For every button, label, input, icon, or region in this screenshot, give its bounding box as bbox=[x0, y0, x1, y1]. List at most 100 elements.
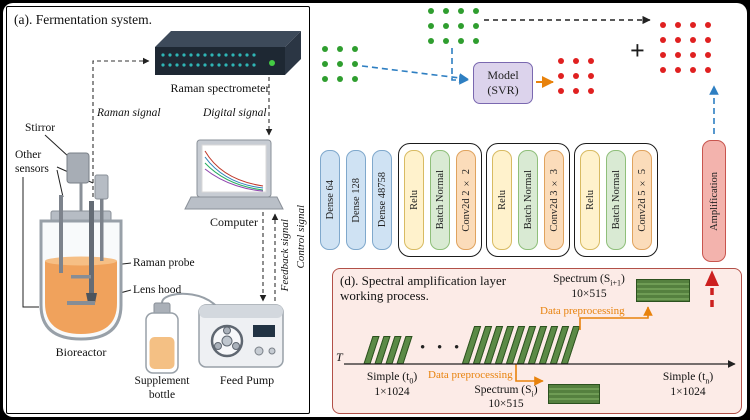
spectrum-dot bbox=[588, 88, 594, 94]
layer-conv2d-5x5: Conv2d 5 × 5 bbox=[632, 150, 652, 250]
panel-fermentation-system: (a). Fermentation system. Raman spectrom… bbox=[6, 6, 310, 414]
spectrum-dot bbox=[660, 22, 666, 28]
spectrum-dot bbox=[352, 76, 358, 82]
layer-relu-2: Relu bbox=[492, 150, 512, 250]
spectrum-dot bbox=[443, 38, 449, 44]
spectrum-dot bbox=[337, 76, 343, 82]
original-spectra-dots-top bbox=[428, 8, 479, 44]
signal-dashed-lines bbox=[92, 57, 279, 302]
spectrum-dot bbox=[705, 22, 711, 28]
spectrum-i-matrix bbox=[548, 384, 600, 404]
spectrum-i-dim: 10×515 bbox=[488, 398, 524, 410]
simple-t0-label: Simple (t0) bbox=[366, 371, 418, 386]
simple-tn-dim: 1×1024 bbox=[670, 386, 706, 398]
spectrum-dot bbox=[660, 37, 666, 43]
spectrum-dot bbox=[675, 67, 681, 73]
layer-batchnorm-2: Batch Normal bbox=[518, 150, 538, 250]
spectrum-dot bbox=[690, 37, 696, 43]
layer-relu-3: Relu bbox=[580, 150, 600, 250]
conv-block-3 bbox=[574, 143, 658, 257]
original-spectra-dots-left bbox=[322, 46, 358, 82]
spectrum-dot bbox=[558, 73, 564, 79]
feedback-signal-label: Feedback signal bbox=[279, 219, 291, 292]
timeline-label: T bbox=[336, 350, 343, 364]
spectrum-dot bbox=[558, 88, 564, 94]
layer-conv2d-2x2: Conv2d 2 × 2 bbox=[456, 150, 476, 250]
amplified-spectra-dots bbox=[660, 22, 711, 73]
conv-block-2 bbox=[486, 143, 570, 257]
spectrum-dot bbox=[573, 58, 579, 64]
spectrum-dot bbox=[443, 8, 449, 14]
spectrum-dot bbox=[322, 46, 328, 52]
control-signal-label: Control signal bbox=[295, 205, 307, 269]
spectrum-dot bbox=[443, 23, 449, 29]
spectrum-dot bbox=[690, 22, 696, 28]
digital-signal-label: Digital signal bbox=[203, 107, 267, 119]
spectrum-dot bbox=[675, 22, 681, 28]
feed-pump-label: Feed Pump bbox=[219, 373, 275, 387]
spectrum-dot bbox=[573, 88, 579, 94]
spectrum-dot bbox=[690, 67, 696, 73]
ellipsis-dots: • • • bbox=[420, 340, 464, 356]
layer-batchnorm-3: Batch Normal bbox=[606, 150, 626, 250]
layer-dense-64: Dense 64 bbox=[320, 150, 340, 250]
layer-dense-48758: Dense 48758 bbox=[372, 150, 392, 250]
spectrum-dot bbox=[337, 46, 343, 52]
simple-tn-label: Simple (tn) bbox=[662, 371, 714, 386]
spectrum-next-label: Spectrum (Si+1) bbox=[553, 273, 625, 288]
computer-label: Computer bbox=[210, 215, 258, 229]
panel-a-title: (a). Fermentation system. bbox=[14, 12, 152, 27]
fermentation-illustration bbox=[22, 31, 301, 374]
layer-batchnorm-1: Batch Normal bbox=[430, 150, 450, 250]
spectrum-dot bbox=[428, 8, 434, 14]
spectrum-dot bbox=[428, 38, 434, 44]
data-preprocessing-bottom-label: Data preprocessing bbox=[428, 369, 513, 381]
spectrum-dot bbox=[473, 38, 479, 44]
spectrum-dot bbox=[473, 23, 479, 29]
spectrum-dot bbox=[458, 38, 464, 44]
model-label-line2: (SVR) bbox=[487, 83, 519, 97]
spectrum-dot bbox=[352, 61, 358, 67]
computer-illustration bbox=[184, 139, 284, 210]
spectrometer-label: Raman spectrometer bbox=[170, 81, 270, 95]
spectrum-dot bbox=[675, 37, 681, 43]
spectrum-dot bbox=[705, 52, 711, 58]
spectrum-dot bbox=[573, 73, 579, 79]
spectrum-dot bbox=[588, 73, 594, 79]
spectrum-dot bbox=[352, 46, 358, 52]
spectrum-dot bbox=[705, 67, 711, 73]
spectrum-dot bbox=[705, 37, 711, 43]
stirrer-label: Stirror bbox=[25, 122, 56, 134]
spectrum-dot bbox=[660, 67, 666, 73]
data-preprocessing-top-label: Data preprocessing bbox=[540, 305, 625, 317]
layer-relu-1: Relu bbox=[404, 150, 424, 250]
lens-hood-label: Lens hood bbox=[133, 284, 182, 296]
spectrum-dot bbox=[675, 52, 681, 58]
spectrum-dot bbox=[588, 58, 594, 64]
model-label-line1: Model bbox=[487, 68, 519, 82]
spectrum-dot bbox=[337, 61, 343, 67]
plus-sign: + bbox=[630, 36, 645, 65]
raman-probe-label: Raman probe bbox=[133, 257, 195, 269]
spectrum-dot bbox=[558, 58, 564, 64]
spectrum-dot bbox=[660, 52, 666, 58]
spectrum-next-dim: 10×515 bbox=[571, 288, 607, 300]
spectrum-i-label: Spectrum (Si) bbox=[474, 384, 538, 399]
panel-d-title: (d). Spectral amplification layer workin… bbox=[340, 273, 507, 304]
layer-dense-128: Dense 128 bbox=[346, 150, 366, 250]
spectrum-dot bbox=[690, 52, 696, 58]
spectrum-dot bbox=[458, 23, 464, 29]
other-sensors-label: Other sensors bbox=[15, 149, 49, 175]
spectrum-dot bbox=[322, 61, 328, 67]
simple-t0-dim: 1×1024 bbox=[374, 386, 410, 398]
layer-amplification: Amplification bbox=[702, 140, 726, 262]
conv-block-1 bbox=[398, 143, 482, 257]
spectrum-dot bbox=[428, 23, 434, 29]
raman-spectrometer-illustration bbox=[155, 31, 301, 75]
spectrum-dot bbox=[473, 8, 479, 14]
predicted-spectra-dots bbox=[558, 58, 594, 94]
bioreactor-illustration bbox=[39, 152, 123, 341]
bioreactor-label: Bioreactor bbox=[55, 345, 107, 359]
feed-pump-illustration bbox=[198, 304, 284, 368]
